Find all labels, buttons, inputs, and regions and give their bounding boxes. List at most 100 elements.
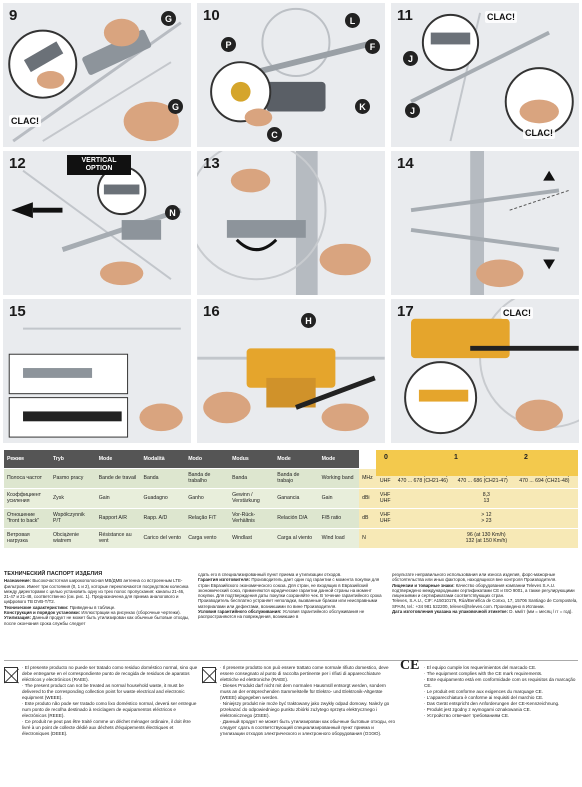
- part-label-f: F: [365, 39, 380, 54]
- unit-cell: dBi: [359, 487, 377, 508]
- table-cell: Banda de trabajo: [274, 467, 319, 488]
- value-line: 470 ... 686 (CH21-47): [457, 478, 508, 484]
- info-text: Иллюстрации на рисунках (сборочные черте…: [80, 610, 181, 616]
- value-line: 470 ... 694 (CH21-48): [519, 478, 570, 484]
- info-paragraph: Назначение: Высокочастотная широкополосн…: [4, 578, 190, 604]
- disposal-text: · El presente producto no puede ser trat…: [22, 665, 198, 682]
- column-header: Modus: [229, 450, 275, 468]
- table-cell: Bande de travail: [95, 467, 141, 488]
- band-label: VHF: [379, 512, 391, 518]
- table-cell: Banda: [229, 467, 275, 488]
- table-row: Ветровая нагрузка Obciążenie wiatrem Rés…: [4, 527, 578, 548]
- column-header: Modo: [185, 450, 230, 468]
- table-cell: Carico del vento: [140, 527, 186, 548]
- table-cell: Carga al viento: [274, 527, 319, 548]
- step-13-panel: 13: [196, 150, 386, 296]
- disposal-text: · Niniejszy produkt nie może być traktow…: [220, 701, 390, 718]
- table-cell: Współczynnik P/T: [50, 507, 96, 528]
- part-label-c: C: [267, 127, 282, 142]
- info-paragraph: Гарантия изготовителя: Производитель дае…: [198, 577, 384, 609]
- step-16-illustration: [197, 348, 385, 432]
- step-number: 14: [397, 155, 414, 172]
- value-cell: 96 (at 130 Km/h)132 (at 150 Km/h): [394, 527, 578, 548]
- unit-cell: MHz: [359, 467, 377, 488]
- table-cell: Gain: [318, 487, 360, 508]
- step-number: 10: [203, 7, 220, 24]
- step-9-panel: 9 G G CLAC!: [2, 2, 192, 148]
- info-text: D. мм/гг (мм = месяц / гг = год).: [508, 609, 573, 615]
- mode-0-label: 0: [384, 454, 388, 461]
- weee-bin-icon: [4, 667, 18, 683]
- ce-text: · The equipment complies with the CE mar…: [424, 671, 543, 676]
- info-column: ТЕХНИЧЕСКИЙ ПАСПОРТ ИЗДЕЛИЯ Назначение: …: [4, 571, 190, 626]
- ce-text: · Este equipamento está em conformidade …: [424, 677, 576, 688]
- step-number: 16: [203, 303, 220, 320]
- band-label: UHF: [379, 518, 391, 524]
- info-heading: Дата изготовления указана на упаковочной…: [392, 609, 509, 615]
- ce-mark-icon: CE: [400, 658, 420, 673]
- table-cell: Ветровая нагрузка: [4, 527, 51, 548]
- info-heading: Назначение:: [4, 578, 32, 584]
- value-line: 13: [483, 498, 490, 504]
- assembly-steps-grid: 9 G G CLAC! 10 L P F K C 11 J: [2, 2, 580, 444]
- table-cell: Коэффициент усиления: [4, 487, 51, 508]
- unit-cell: dB: [359, 507, 377, 528]
- step-17-panel: 17 CLAC!: [390, 298, 580, 444]
- step-number: 11: [397, 7, 413, 24]
- table-cell: Carga vento: [185, 527, 230, 548]
- info-text: Данный продукт не может быть утилизирова…: [4, 615, 190, 626]
- table-cell: Ganancia: [274, 487, 319, 508]
- info-heading: Технические характеристики:: [4, 604, 69, 610]
- info-paragraph: сдать его в специализированный пункт при…: [198, 572, 384, 577]
- info-paragraph: Дата изготовления указана на упаковочной…: [392, 609, 578, 614]
- table-cell: Gewinn / Verstärkung: [229, 487, 275, 508]
- table-cell: Wind load: [318, 527, 360, 548]
- info-paragraph: результате неправильного использования и…: [392, 572, 578, 583]
- table-cell: Relação F/T: [185, 507, 230, 528]
- disposal-text: · Este produto não pode ser tratado como…: [22, 701, 197, 718]
- part-label-j: J: [405, 103, 420, 118]
- step-number: 9: [9, 7, 18, 24]
- part-label-h: H: [301, 313, 316, 328]
- table-cell: Obciążenie wiatrem: [50, 527, 96, 548]
- step-12-panel: 12 VERTICAL OPTION N: [2, 150, 192, 296]
- table-cell: Gain: [95, 487, 141, 508]
- step-12-illustration: [11, 165, 182, 286]
- spec-table: Режим Tryb Mode Modalità Modo Modus Mode…: [4, 450, 578, 548]
- info-text: Производитель дает один год гарантии с м…: [198, 577, 382, 609]
- disposal-text: · Данный продукт не может быть утилизиро…: [220, 719, 396, 736]
- info-heading: Гарантия изготовителя:: [198, 577, 251, 583]
- table-row: Отношение "front to back" Współczynnik P…: [4, 507, 578, 528]
- step-number: 15: [9, 303, 26, 320]
- info-paragraph: Условия гарантийного обслуживания: Услов…: [198, 609, 384, 620]
- ce-text: · L'apparecchiatura è conforme ai requis…: [424, 695, 544, 700]
- band-label: UHF: [379, 478, 391, 484]
- info-text: Условия гарантийного обслуживания не рас…: [198, 609, 365, 620]
- part-label-g: G: [161, 11, 176, 26]
- step-14-illustration: [410, 151, 569, 295]
- table-cell: Pasmo pracy: [50, 467, 96, 488]
- ce-column: · El equipo cumple los requerimientos de…: [424, 665, 578, 719]
- info-text: Приведены в таблице.: [68, 604, 116, 610]
- step-16-panel: 16 H: [196, 298, 386, 444]
- step-10-illustration: [210, 7, 376, 127]
- technical-passport: ТЕХНИЧЕСКИЙ ПАСПОРТ ИЗДЕЛИЯ Назначение: …: [4, 571, 578, 660]
- part-label-p: P: [221, 37, 236, 52]
- clac-sound-label: CLAC!: [501, 307, 533, 319]
- info-text: Качество оборудования компании Televes S…: [392, 582, 575, 599]
- step-14-panel: 14: [390, 150, 580, 296]
- table-cell: Rapp. A/D: [140, 507, 186, 528]
- table-cell: F/B ratio: [318, 507, 360, 528]
- step-10-panel: 10 L P F K C: [196, 2, 386, 148]
- step-11-panel: 11 J J CLAC! CLAC!: [390, 2, 580, 148]
- info-column: сдать его в специализированный пункт при…: [198, 572, 384, 620]
- disposal-text: · Ce produit ne peut pas être traité com…: [22, 719, 191, 736]
- info-paragraph: Технические характеристики: Приведены в …: [4, 605, 190, 610]
- part-label-k: K: [355, 99, 370, 114]
- band-label: UHF: [379, 498, 391, 504]
- value-line: > 12: [481, 512, 492, 518]
- table-cell: Banda: [140, 467, 186, 488]
- part-label-l: L: [345, 13, 360, 28]
- ce-text: · Produkt jest zgodny z wymogami oznakow…: [424, 707, 531, 712]
- mode-2-label: 2: [524, 454, 528, 461]
